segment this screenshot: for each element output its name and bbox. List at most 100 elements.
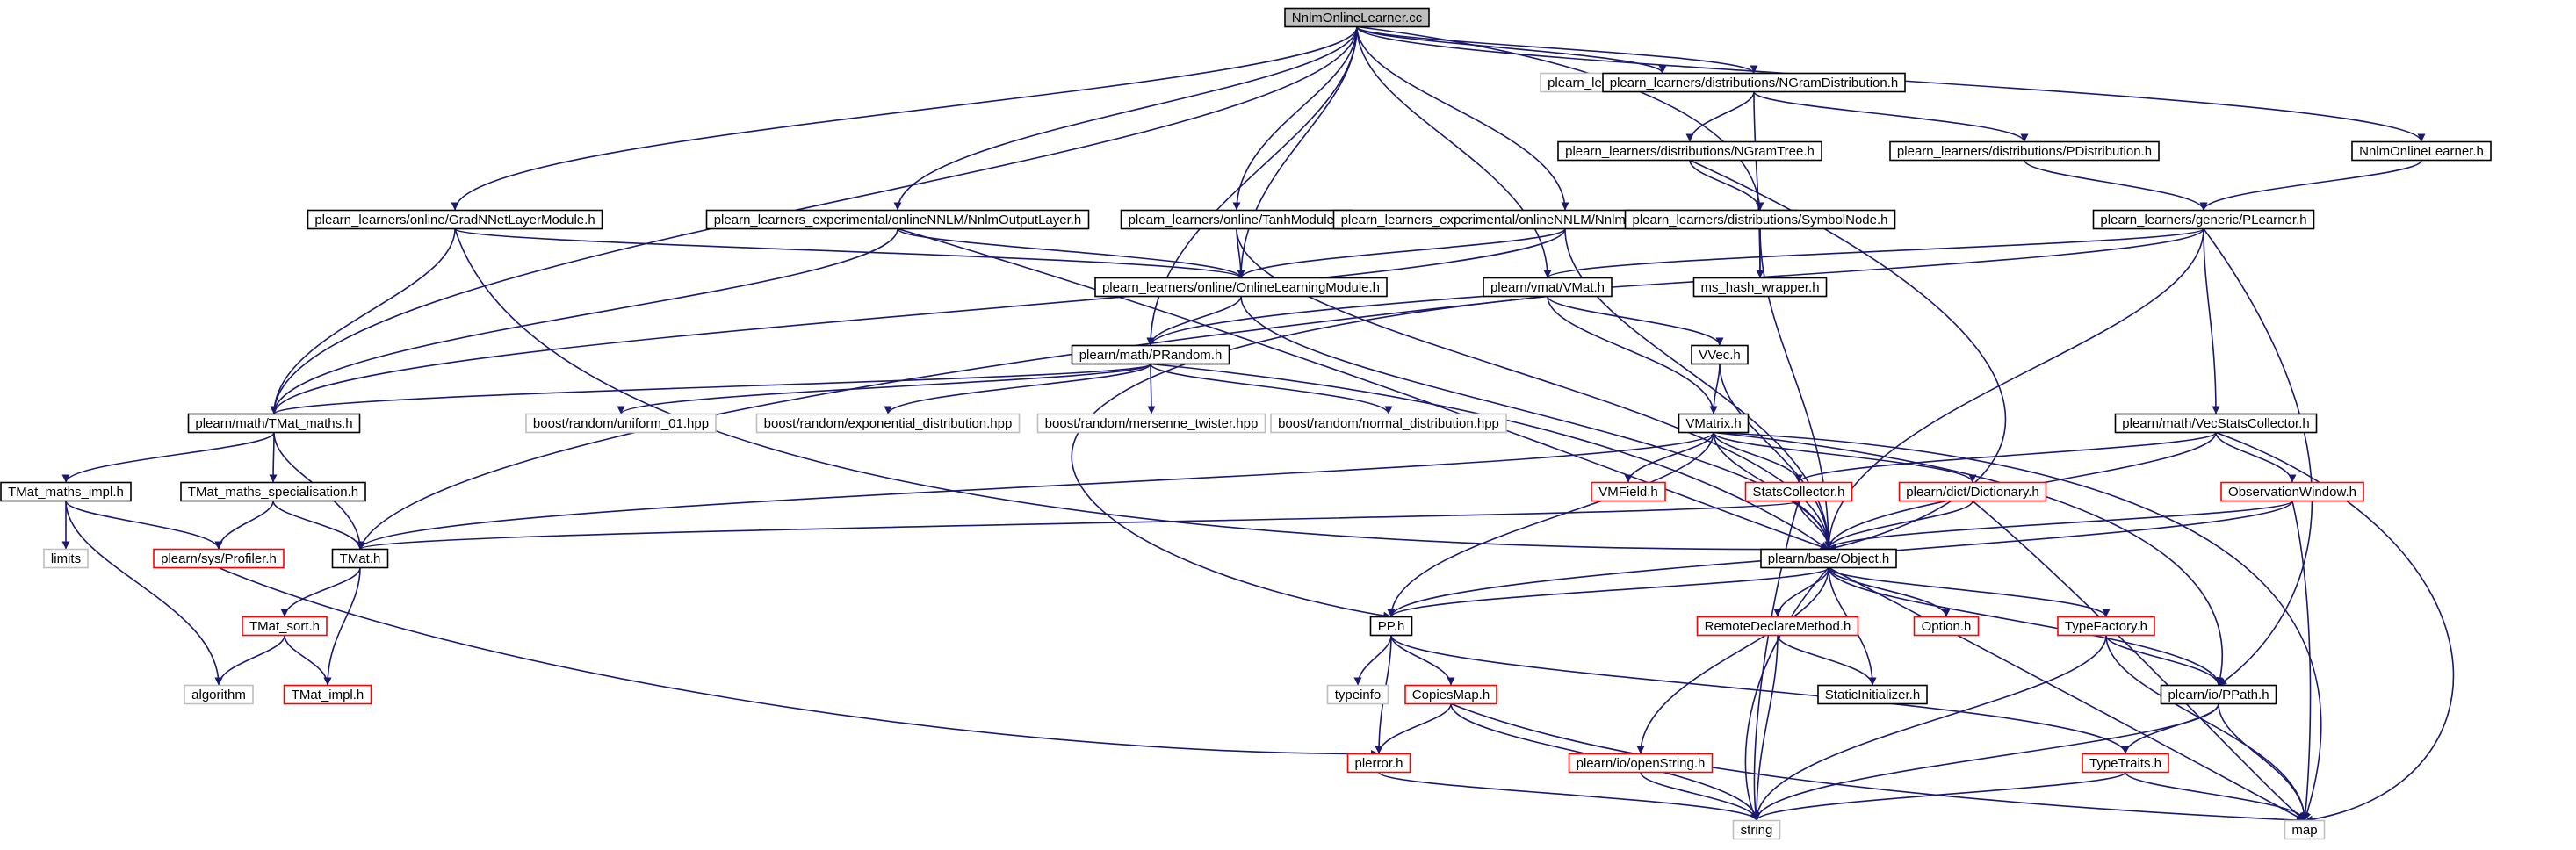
node-plearn-learners-generic-plearner-h[interactable]: plearn_learners/generic/PLearner.h — [2092, 209, 2315, 230]
edge-vmatrix-to-map — [1713, 431, 2322, 821]
node-box — [1369, 616, 1413, 637]
edge-tmath-to-tmatsort — [280, 567, 361, 617]
edge-root-to-nllerr — [1356, 25, 1667, 74]
node-label: plearn_learners/online/GradNNetLayerModu… — [314, 212, 595, 227]
node-plearn-learners-distributions-pdistribution-h[interactable]: plearn_learners/distributions/PDistribut… — [1889, 140, 2160, 162]
node-label: plearn_learners/distributions/NGramDistr… — [1610, 76, 1898, 90]
node-plearn-learners-online-gradnnetlayermodule-h[interactable]: plearn_learners/online/GradNNetLayerModu… — [307, 209, 603, 230]
node-box — [1913, 616, 1980, 637]
node-plearn-math-prandom-h[interactable]: plearn/math/PRandom.h — [1071, 344, 1230, 365]
edge-tmatmathsspec-to-profiler — [214, 501, 274, 550]
node-remotedeclaremethod-h[interactable]: RemoteDeclareMethod.h — [1696, 616, 1859, 637]
node-box — [180, 481, 366, 502]
edge-root-to-tmatmaths — [270, 26, 1358, 414]
node-box — [1483, 277, 1613, 298]
node-label: TypeFactory.h — [2065, 619, 2147, 634]
node-map: map — [2284, 819, 2326, 840]
node-statscollector-h[interactable]: StatsCollector.h — [1744, 481, 1853, 502]
node-box — [307, 209, 603, 230]
node-box — [1691, 344, 1749, 365]
edge-root-to-symbolnode — [1356, 25, 1764, 211]
node-plearn-learners-online-tanhmodule-h[interactable]: plearn_learners/online/TanhModule.h — [1120, 209, 1353, 230]
node-vvec-h[interactable]: VVec.h — [1691, 344, 1749, 365]
node-tmat-h[interactable]: TMat.h — [331, 548, 389, 569]
node-label: plearn/base/Object.h — [1768, 551, 1889, 566]
node-observationwindow-h[interactable]: ObservationWindow.h — [2220, 481, 2364, 502]
node-plearn-math-vecstatscollector-h[interactable]: plearn/math/VecStatsCollector.h — [2114, 413, 2318, 434]
edge-tmatsort-to-tmatimpl — [284, 635, 332, 686]
edge-prandom-to-tmatmaths — [270, 363, 1151, 415]
node-plearn-vmat-vmat-h[interactable]: plearn/vmat/VMat.h — [1483, 277, 1613, 298]
edge-pph-to-typetraits — [1390, 635, 2130, 754]
node-copiesmap-h[interactable]: CopiesMap.h — [1404, 684, 1497, 705]
node-nnlmonlinelearner-h[interactable]: NnlmOnlineLearner.h — [2351, 140, 2492, 162]
node-box — [1898, 481, 2047, 502]
node-box — [43, 548, 89, 569]
node-typefactory-h[interactable]: TypeFactory.h — [2057, 616, 2155, 637]
node-label: plearn/sys/Profiler.h — [161, 551, 277, 566]
node-box — [1284, 7, 1430, 28]
node-label: plearn_learners_experimental/onlineNNLM/… — [714, 212, 1082, 227]
node-box — [2057, 616, 2155, 637]
node-tmat-impl-h[interactable]: TMat_impl.h — [283, 684, 372, 705]
edge-ppath-to-string — [1752, 703, 2219, 821]
edge-root-to-nnlmword — [1356, 26, 1569, 211]
node-label: TMat_sort.h — [249, 619, 320, 634]
node-vmatrix-h[interactable]: VMatrix.h — [1678, 413, 1750, 434]
edge-vmat-to-vmatrix — [1547, 296, 1718, 414]
node-pp-h[interactable]: PP.h — [1369, 616, 1413, 637]
node-box — [1557, 140, 1822, 162]
node-plearn-learners-distributions-ngramtree-h[interactable]: plearn_learners/distributions/NGramTree.… — [1557, 140, 1822, 162]
edge-copiesmap-to-plerror — [1375, 703, 1452, 754]
node-plearn-sys-profiler-h[interactable]: plearn/sys/Profiler.h — [153, 548, 285, 569]
node-label: PP.h — [1378, 619, 1405, 634]
node-tmat-maths-impl-h[interactable]: TMat_maths_impl.h — [0, 481, 132, 502]
node-string: string — [1732, 819, 1781, 840]
node-plearn-learners-distributions-symbolnode-h[interactable]: plearn_learners/distributions/SymbolNode… — [1624, 209, 1896, 230]
node-plearn-dict-dictionary-h[interactable]: plearn/dict/Dictionary.h — [1898, 481, 2047, 502]
edge-nnlmoutput-to-tmatmaths — [270, 228, 898, 414]
edge-object-to-ppath — [1828, 567, 2223, 686]
node-staticinitializer-h[interactable]: StaticInitializer.h — [1817, 684, 1928, 705]
node-label: VMatrix.h — [1685, 416, 1741, 431]
node-boost-random-uniform-01-hpp: boost/random/uniform_01.hpp — [525, 413, 717, 434]
node-label: plearn_learners/generic/PLearner.h — [2100, 212, 2306, 227]
edge-vmatrix-to-ppath — [1713, 431, 2225, 686]
edge-tmatmathsimpl-to-algorithm — [65, 501, 223, 686]
edge-tmath-to-tmatimpl — [323, 567, 361, 686]
node-typetraits-h[interactable]: TypeTraits.h — [2082, 753, 2169, 774]
node-label: plearn/math/PRandom.h — [1079, 348, 1223, 363]
edge-vmat-to-vvec — [1547, 296, 1724, 346]
edge-root-to-tanh — [1232, 26, 1358, 211]
node-vmfield-h[interactable]: VMField.h — [1591, 481, 1666, 502]
node-box — [1817, 684, 1928, 705]
edge-tmatmaths-to-tmatmathsimpl — [61, 432, 275, 483]
node-plearn-io-openstring-h[interactable]: plearn/io/openString.h — [1568, 753, 1714, 774]
node-plerror-h[interactable]: plerror.h — [1346, 753, 1411, 774]
node-plearn-learners-experimental-onlinennlm-nnlmoutputlayer-h[interactable]: plearn_learners_experimental/onlineNNLM/… — [705, 209, 1090, 230]
node-label: RemoteDeclareMethod.h — [1705, 619, 1851, 634]
edge-ppath-to-map — [2218, 703, 2309, 821]
node-label: VVec.h — [1699, 348, 1741, 363]
node-label: Option.h — [1922, 619, 1972, 634]
node-plearn-learners-online-onlinelearningmodule-h[interactable]: plearn_learners/online/OnlineLearningMod… — [1094, 277, 1388, 298]
edge-root-to-nnlmoutput — [893, 26, 1358, 211]
node-plearn-base-object-h[interactable]: plearn/base/Object.h — [1760, 548, 1897, 569]
node-label: StaticInitializer.h — [1825, 688, 1920, 702]
node-algorithm: algorithm — [184, 684, 254, 705]
edge-ngramtree-to-symbolnode — [1689, 160, 1764, 211]
node-label: boost/random/uniform_01.hpp — [533, 416, 709, 431]
node-plearn-learners-distributions-ngramdistribution-h[interactable]: plearn_learners/distributions/NGramDistr… — [1602, 72, 1906, 93]
node-tmat-maths-specialisation-h[interactable]: TMat_maths_specialisation.h — [180, 481, 366, 502]
node-box — [1346, 753, 1411, 774]
node-box — [2114, 413, 2318, 434]
node-label: plearn/io/openString.h — [1577, 756, 1706, 771]
node-ms-hash-wrapper-h[interactable]: ms_hash_wrapper.h — [1692, 277, 1828, 298]
node-tmat-sort-h[interactable]: TMat_sort.h — [242, 616, 328, 637]
edge-pph-to-typeinfo — [1353, 635, 1392, 686]
node-nnlmonlinelearner-cc[interactable]: NnlmOnlineLearner.cc — [1284, 7, 1430, 28]
edge-object-to-remotedeclare — [1773, 567, 1829, 617]
node-plearn-math-tmat-maths-h[interactable]: plearn/math/TMat_maths.h — [187, 413, 361, 434]
node-option-h[interactable]: Option.h — [1913, 616, 1980, 637]
node-plearn-io-ppath-h[interactable]: plearn/io/PPath.h — [2160, 684, 2277, 705]
